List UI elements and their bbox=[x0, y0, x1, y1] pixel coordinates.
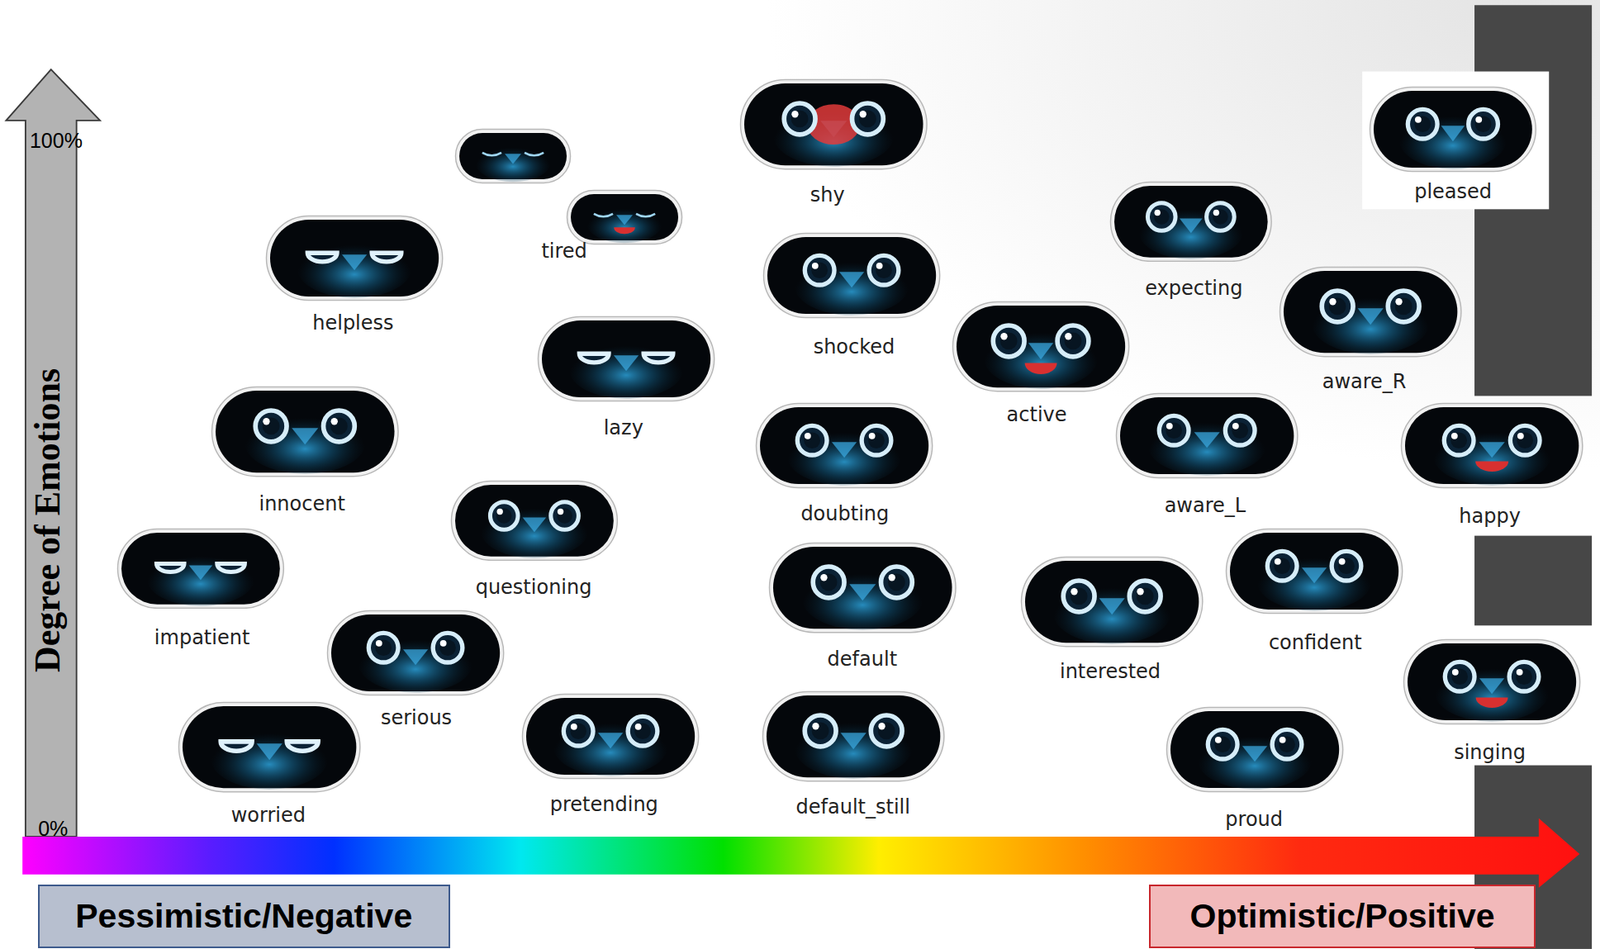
emotion-face: proud bbox=[1165, 706, 1344, 793]
emotion-label: expecting bbox=[1144, 278, 1243, 299]
face-icon bbox=[565, 189, 684, 246]
axis-tick-label: 100% bbox=[29, 130, 83, 152]
emotion-face: impatient bbox=[116, 527, 285, 610]
emotion-face: doubting bbox=[754, 402, 934, 490]
axis-end-box: Optimistic/Positive bbox=[1148, 884, 1536, 949]
emotion-face: lazy bbox=[536, 315, 716, 403]
emotion-label: confident bbox=[1268, 632, 1363, 653]
pleased-backdrop bbox=[1362, 71, 1549, 210]
face-icon bbox=[1115, 392, 1299, 480]
emotion-label: aware_L bbox=[1164, 495, 1247, 516]
emotion-label: helpless bbox=[312, 313, 394, 333]
emotion-label: default_still bbox=[796, 797, 911, 817]
emotion-face: worried bbox=[177, 701, 361, 793]
face-icon bbox=[1402, 638, 1582, 726]
face-icon bbox=[754, 402, 934, 490]
face-icon bbox=[1020, 555, 1204, 648]
face-icon bbox=[1165, 706, 1344, 793]
axis-end-label: Optimistic/Positive bbox=[1190, 897, 1496, 936]
emotion-label: default bbox=[827, 649, 898, 670]
face-icon bbox=[116, 527, 285, 610]
face-icon bbox=[177, 701, 361, 793]
face-icon bbox=[1400, 402, 1584, 490]
emotion-face: expecting bbox=[1109, 180, 1273, 263]
face-icon bbox=[762, 232, 941, 319]
axis-title: Degree of Emotions bbox=[29, 368, 67, 673]
emotion-label: aware_R bbox=[1322, 371, 1407, 392]
unlabeled-face bbox=[454, 128, 572, 185]
emotion-label: proud bbox=[1224, 809, 1283, 830]
emotion-face: serious bbox=[326, 609, 505, 697]
emotion-face: pleased bbox=[1368, 85, 1538, 173]
face-icon bbox=[1368, 85, 1538, 173]
emotion-label: impatient bbox=[154, 627, 250, 648]
emotion-face: interested bbox=[1020, 555, 1204, 648]
emotion-label: singing bbox=[1453, 742, 1526, 763]
face-icon bbox=[951, 300, 1130, 393]
emotion-face: singing bbox=[1402, 638, 1582, 726]
emotion-label: active bbox=[1006, 404, 1068, 425]
emotion-face: helpless bbox=[265, 214, 444, 302]
emotion-face: aware_R bbox=[1278, 265, 1463, 358]
face-icon bbox=[1109, 180, 1273, 263]
face-icon bbox=[265, 214, 444, 302]
emotion-face: innocent bbox=[210, 385, 400, 478]
emotion-label: questioning bbox=[475, 577, 593, 598]
emotion-label: pleased bbox=[1414, 181, 1492, 202]
emotion-face: confident bbox=[1224, 527, 1404, 615]
emotion-label: worried bbox=[231, 805, 306, 826]
emotion-label: shocked bbox=[813, 337, 896, 357]
emotion-face: default bbox=[768, 541, 958, 634]
emotion-label: interested bbox=[1059, 661, 1161, 682]
x-axis-spectrum-arrow bbox=[22, 818, 1580, 888]
emotion-label: lazy bbox=[603, 417, 644, 438]
emotion-face: active bbox=[951, 300, 1130, 393]
face-icon bbox=[536, 315, 716, 403]
axis-end-box: Pessimistic/Negative bbox=[37, 884, 451, 949]
emotion-face: questioning bbox=[450, 479, 619, 562]
axis-end-label: Pessimistic/Negative bbox=[75, 897, 413, 936]
emotion-face: aware_L bbox=[1115, 392, 1299, 480]
emotion-label: happy bbox=[1458, 506, 1521, 527]
emotion-label: innocent bbox=[258, 493, 345, 514]
emotion-label: shy bbox=[810, 185, 846, 205]
face-icon bbox=[450, 479, 619, 562]
face-icon bbox=[768, 541, 958, 634]
face-icon bbox=[210, 385, 400, 478]
emotion-face: shocked bbox=[762, 232, 941, 319]
emotion-label: pretending bbox=[550, 794, 659, 815]
face-icon bbox=[739, 78, 929, 171]
emotion-label: tired bbox=[541, 241, 587, 262]
face-icon bbox=[761, 690, 945, 783]
emotion-label: serious bbox=[380, 707, 452, 728]
emotion-face: pretending bbox=[521, 693, 700, 780]
emotion-face: tired bbox=[565, 189, 684, 246]
face-icon bbox=[1224, 527, 1404, 615]
face-icon bbox=[326, 609, 505, 697]
face-icon bbox=[1278, 265, 1463, 358]
emotion-label: doubting bbox=[800, 503, 889, 524]
axis-tick-label: 0% bbox=[37, 818, 68, 840]
face-icon bbox=[454, 128, 572, 185]
y-axis-arrow bbox=[5, 69, 100, 837]
face-icon bbox=[521, 693, 700, 780]
emotion-face: happy bbox=[1400, 402, 1584, 490]
emotion-face: default_still bbox=[761, 690, 945, 783]
emotion-face: shy bbox=[739, 78, 929, 171]
